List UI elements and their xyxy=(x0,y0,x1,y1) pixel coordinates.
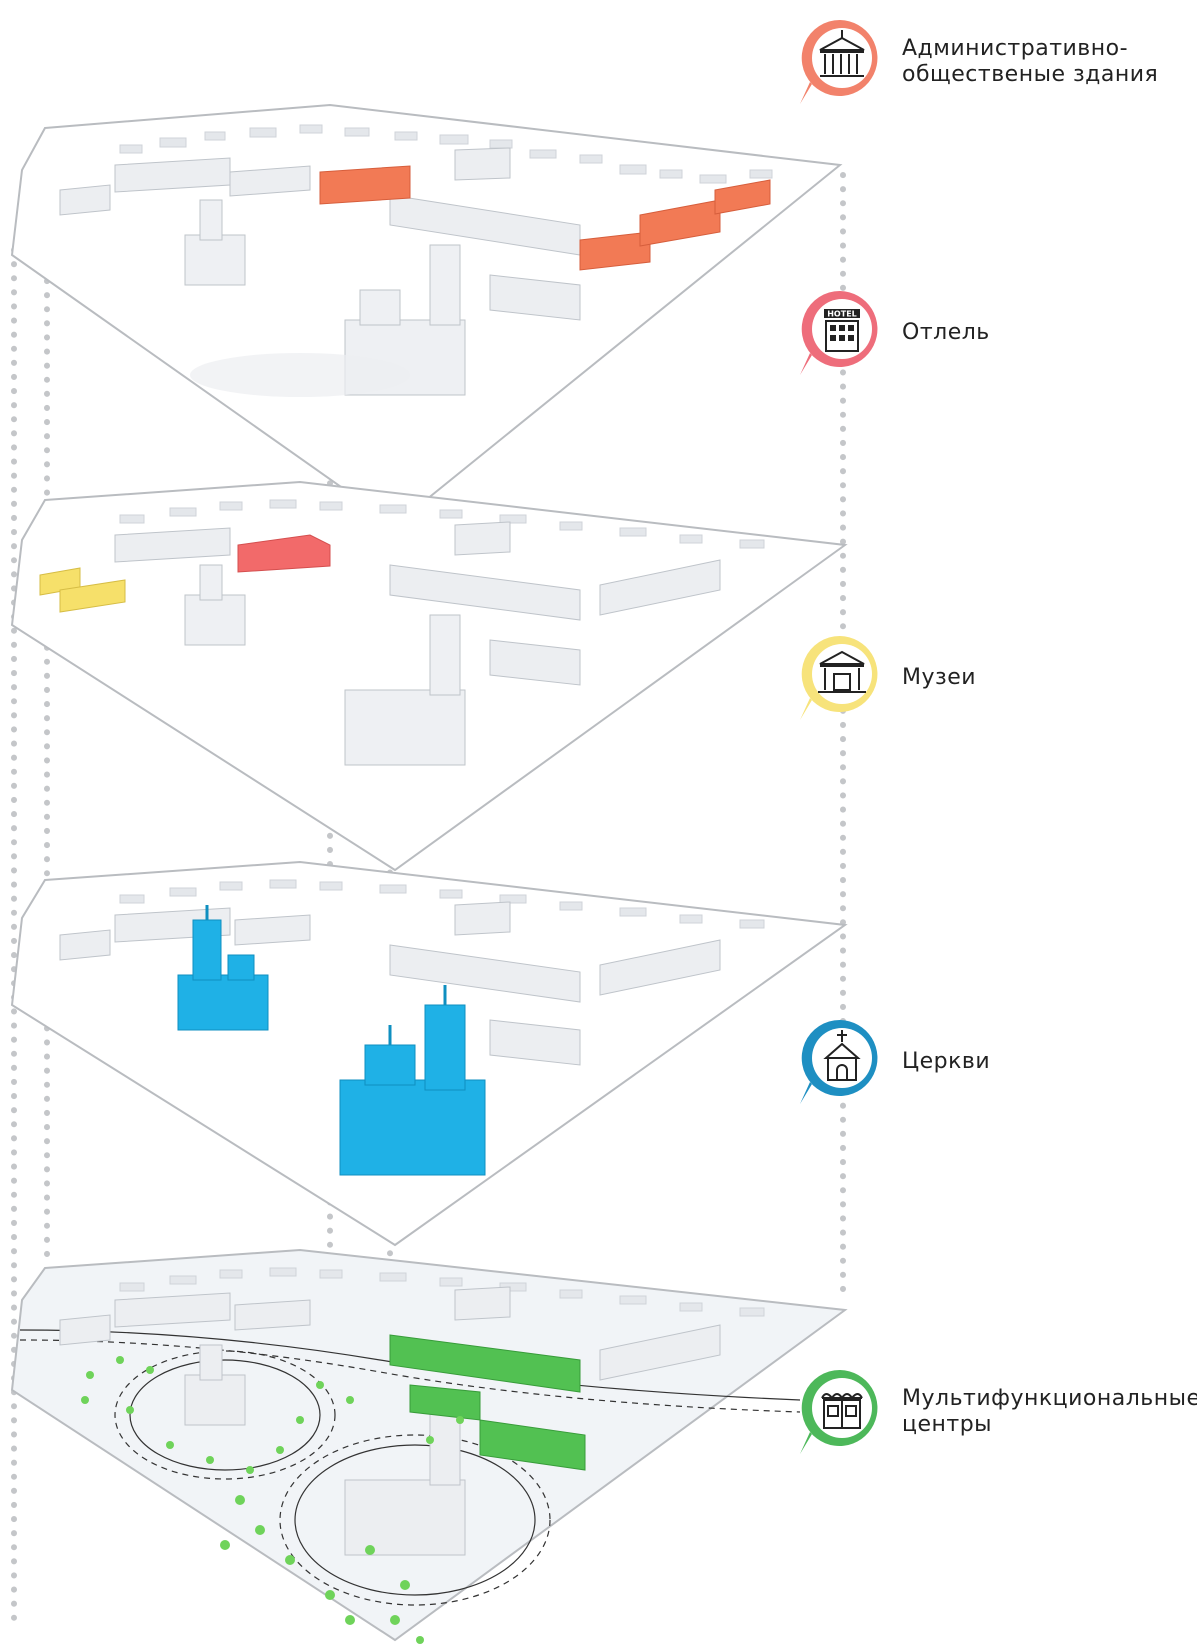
white-buildings xyxy=(59,901,721,1066)
white-buildings xyxy=(59,147,581,321)
legend-item-museum: Музеи xyxy=(790,628,976,728)
legend-label-line: Административно- xyxy=(902,35,1129,61)
admin-buildings xyxy=(319,165,771,271)
legend-item-hotel: HOTEL Отлель xyxy=(790,283,990,383)
legend-label-line: Мультифункциональные xyxy=(902,1385,1197,1411)
white-buildings xyxy=(59,1286,721,1556)
layer-administrative xyxy=(10,103,843,527)
legend-label-church: Церкви xyxy=(902,1049,990,1075)
background-buildings xyxy=(119,499,765,549)
legend-label-line: центры xyxy=(902,1412,993,1437)
background-buildings xyxy=(119,124,773,184)
legend-item-church: Церкви xyxy=(790,1012,990,1112)
church-buildings xyxy=(184,199,466,396)
museum-buildings xyxy=(39,567,126,613)
legend-label-line: общественые здания xyxy=(902,62,1159,87)
background-buildings xyxy=(119,879,765,929)
government-building-icon xyxy=(800,19,878,105)
legend-label-hotel: Отлель xyxy=(902,320,990,346)
legend-label-line: Отлель xyxy=(902,319,990,345)
legend-item-multi: Мультифункциональные центры xyxy=(790,1362,1197,1462)
church-buildings xyxy=(184,564,466,766)
church-highlight xyxy=(177,905,486,1176)
multifunctional-centers xyxy=(389,1334,586,1471)
legend-label-admin: Административно- общественые здания xyxy=(902,36,1158,89)
museum-icon xyxy=(800,635,878,720)
svg-text:HOTEL: HOTEL xyxy=(827,310,857,319)
shopping-center-icon xyxy=(800,1369,878,1454)
legend-label-line: Церкви xyxy=(902,1048,991,1074)
white-buildings xyxy=(114,521,721,686)
church-icon xyxy=(800,1019,878,1104)
layer-ground-multifunctional xyxy=(10,1248,848,1644)
legend-label-line: Музеи xyxy=(902,664,977,690)
hotel-icon: HOTEL xyxy=(800,290,878,375)
hotel-building xyxy=(237,534,331,573)
background-buildings xyxy=(119,1267,765,1317)
layer-hotel-museum xyxy=(10,480,848,872)
legend-label-museum: Музеи xyxy=(902,665,976,691)
layer-churches xyxy=(10,860,848,1247)
legend-item-admin: Административно- общественые здания xyxy=(790,12,1158,112)
trees xyxy=(81,1356,464,1644)
legend-label-multi: Мультифункциональные центры xyxy=(902,1386,1197,1439)
ring-roads xyxy=(19,1329,801,1606)
